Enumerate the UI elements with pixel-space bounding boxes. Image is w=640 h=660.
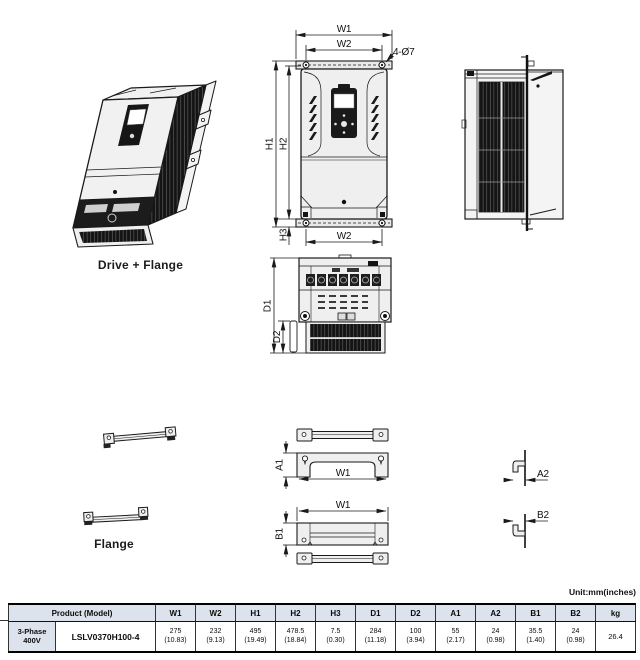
col-header-h3: H3 [315,603,357,622]
technical-drawing-canvas: W1 W2 4-Ø7 H1 H2 H3 W2 [72,24,564,565]
cell-h3: 7.5(0.30) [315,621,357,653]
flange-bottom-bracket-view: W1 B1 [275,500,389,565]
table-left-tick [0,620,9,621]
cell-d2: 100(3.94) [395,621,437,653]
caption-drive-flange: Drive + Flange [97,258,184,272]
col-header-h1: H1 [235,603,277,622]
front-view: W1 W2 4-Ø7 H1 H2 H3 W2 [265,24,415,246]
cell-a2: 24(0.98) [475,621,517,653]
dim-label-a2: A2 [537,469,549,480]
cell-a1: 55(2.17) [435,621,477,653]
hole-callout-label: 4-Ø7 [393,47,415,58]
col-header-kg: kg [595,603,637,622]
col-header-product-model: Product (Model) [7,603,157,622]
dim-label-w2-front: W2 [337,39,352,50]
vent-slats [309,96,379,140]
caption-flange: Flange [94,537,134,551]
cell-b1: 35.5(1.40) [515,621,557,653]
mounting-holes [302,61,386,227]
col-header-d1: D1 [355,603,397,622]
cell-h1: 495(19.49) [235,621,277,653]
cell-model: LSLV0370H100-4 [54,621,157,653]
col-header-b1: B1 [515,603,557,622]
dim-label-d1: D1 [263,299,274,312]
col-header-h2: H2 [275,603,317,622]
dimension-table: Product (Model) W1 W2 H1 H2 H3 D1 D2 A1 … [7,603,637,653]
cell-h2: 478.5(18.84) [275,621,317,653]
cell-d1: 284(11.18) [355,621,397,653]
col-header-w1: W1 [155,603,197,622]
dim-label-b2: B2 [537,510,549,521]
flange-top-bracket-view: A1 W1 [275,428,389,489]
dim-label-w1-bracket-bottom: W1 [336,500,351,511]
keypad [331,84,357,138]
unit-note: Unit:mm(inches) [568,587,636,597]
iso-keypad [118,104,149,146]
dim-label-w1-bracket-top: W1 [336,468,351,479]
phase-line2: 400V [23,635,41,645]
iso-drive-flange-view [72,80,217,248]
flange-iso-piece-top [102,426,177,449]
col-header-a1: A1 [435,603,477,622]
col-header-b2: B2 [555,603,597,622]
cell-w2: 232(9.13) [195,621,237,653]
bottom-view: D1 D2 [263,254,392,354]
dim-label-w2-bottom: W2 [337,231,352,242]
col-header-w2: W2 [195,603,237,622]
flange-profile-a2: A2 [503,450,550,486]
col-header-a2: A2 [475,603,517,622]
cell-kg: 26.4 [595,621,637,653]
cell-w1: 275(10.83) [155,621,197,653]
bottom-view-dimensions [270,257,306,354]
cell-b2: 24(0.98) [555,621,597,653]
dim-label-a1: A1 [275,458,286,470]
table-header-row: Product (Model) W1 W2 H1 H2 H3 D1 D2 A1 … [7,603,637,622]
flange-iso-piece-bottom [83,506,149,526]
flange-iso-view [83,426,177,526]
table-data-row: 3-Phase 400V LSLV0370H100-4 275(10.83) 2… [8,621,637,653]
terminal-row [306,274,381,286]
dim-label-h1: H1 [265,137,276,150]
side-view [461,55,564,231]
dim-label-w1-front: W1 [337,24,352,35]
phase-line1: 3-Phase [17,627,47,636]
dim-label-d2: D2 [272,330,283,343]
dim-label-h3: H3 [279,228,290,241]
dim-label-h2: H2 [279,137,290,150]
col-header-d2: D2 [395,603,437,622]
flange-profile-b2: B2 [503,510,550,548]
cell-phase: 3-Phase 400V [8,621,56,653]
front-view-dimensions [272,30,395,246]
dim-label-b1: B1 [275,527,286,539]
keypad-display [333,93,355,109]
